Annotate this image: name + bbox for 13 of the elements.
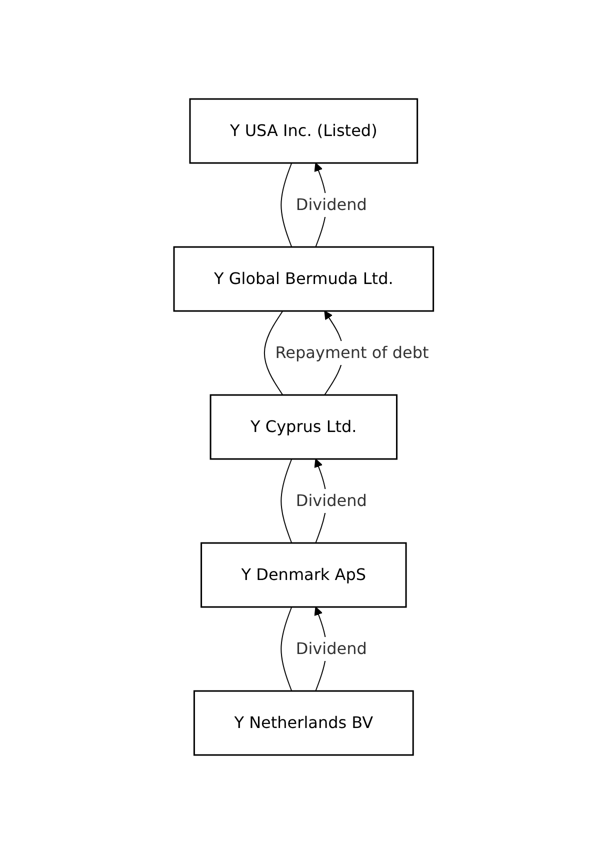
node-box: Y Denmark ApS xyxy=(200,542,408,608)
connector xyxy=(281,162,292,247)
connector xyxy=(264,310,284,395)
connector xyxy=(281,606,292,691)
node-box: Y USA Inc. (Listed) xyxy=(190,98,418,164)
edge-label: Dividend xyxy=(296,194,368,214)
edge-label: Repayment of debt xyxy=(276,342,430,362)
node-box: Y Global Bermuda Ltd. xyxy=(174,246,434,312)
connector xyxy=(281,458,292,543)
node-box: Y Netherlands BV xyxy=(194,690,414,756)
edge-label: Dividend xyxy=(296,638,368,658)
edge-label: Dividend xyxy=(296,490,368,510)
node-box: Y Cyprus Ltd. xyxy=(210,394,398,460)
